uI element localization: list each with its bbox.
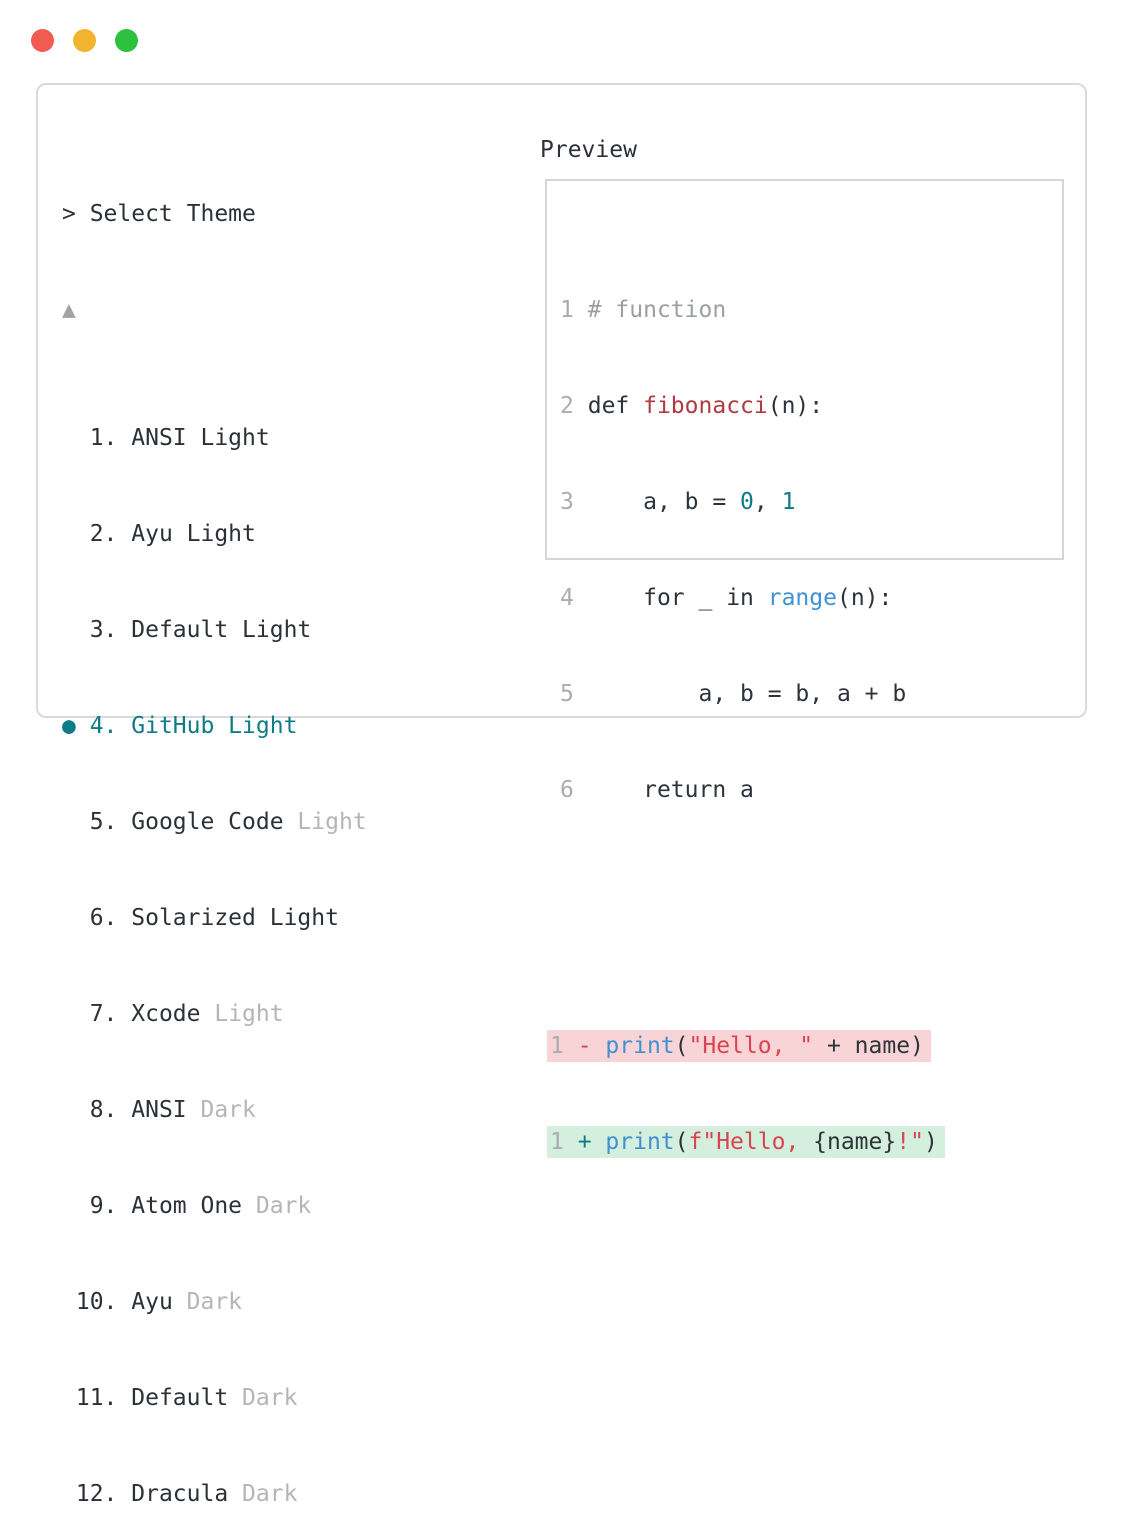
code-token-builtin: range xyxy=(767,585,837,611)
code-token: return a xyxy=(587,777,754,803)
code-token-string: "Hello, " xyxy=(688,1033,814,1059)
diff-removed-marker: - xyxy=(563,1033,606,1059)
code-token: a, b = b, a + b xyxy=(587,681,907,707)
token-spacer xyxy=(574,777,588,803)
token-spacer xyxy=(574,585,588,611)
code-token: ( xyxy=(674,1033,689,1059)
diff-removed-highlight: 1 - print("Hello, " + name) xyxy=(547,1030,931,1062)
item-name: Google Code xyxy=(131,809,284,835)
item-suffix: Dark xyxy=(228,1481,298,1507)
line-number: 1 xyxy=(550,1129,564,1155)
token-spacer xyxy=(574,489,588,515)
item-prefix: 5. xyxy=(62,809,132,835)
line-number: 5 xyxy=(560,681,574,707)
code-token: ) xyxy=(923,1129,938,1155)
item-name: Xcode xyxy=(131,1001,201,1027)
preview-title: Preview xyxy=(540,137,637,163)
item-name: Default Light xyxy=(131,617,312,643)
line-number: 1 xyxy=(560,297,574,323)
item-prefix: 8. xyxy=(62,1097,132,1123)
code-line: 6 return a xyxy=(560,774,1062,806)
code-token-comment: # function xyxy=(587,297,727,323)
item-prefix: 7. xyxy=(62,1001,132,1027)
app-window: > Select Theme ▲ 1. ANSI Light 2. Ayu Li… xyxy=(36,83,1087,1507)
item-name: Solarized Light xyxy=(131,905,339,931)
theme-item-ansi-light[interactable]: 1. ANSI Light xyxy=(62,422,879,454)
theme-item-ayu-dark[interactable]: 10. Ayu Dark xyxy=(62,1286,879,1318)
item-prefix: 12. xyxy=(62,1481,132,1507)
code-line-blank xyxy=(560,902,1062,934)
minimize-button-icon[interactable] xyxy=(73,29,96,52)
item-name: Ayu Light xyxy=(131,521,256,547)
diff-added-marker: + xyxy=(563,1129,606,1155)
theme-item-github-light-selected[interactable]: ● 4. GitHub Light xyxy=(62,710,879,742)
item-name: GitHub Light xyxy=(131,713,298,739)
code-token: + name) xyxy=(813,1033,924,1059)
theme-item-default-dark[interactable]: 11. Default Dark xyxy=(62,1382,879,1414)
code-token: , xyxy=(753,489,782,515)
line-number: 1 xyxy=(550,1033,564,1059)
theme-item-default-light[interactable]: 3. Default Light xyxy=(62,614,879,646)
code-line: 5 a, b = b, a + b xyxy=(560,678,1062,710)
item-prefix: 1. xyxy=(62,425,132,451)
item-name: ANSI Light xyxy=(131,425,270,451)
item-prefix: 11. xyxy=(62,1385,132,1411)
theme-item-dracula-dark[interactable]: 12. Dracula Dark xyxy=(62,1478,879,1510)
item-name: Default xyxy=(131,1385,229,1411)
code-token: ( xyxy=(674,1129,689,1155)
code-token-function: fibonacci xyxy=(643,393,768,419)
token-spacer xyxy=(574,393,588,419)
line-number: 3 xyxy=(560,489,574,515)
item-prefix: 10. xyxy=(62,1289,132,1315)
window-controls xyxy=(31,29,138,52)
code-token: def xyxy=(587,393,644,419)
code-token: for _ in xyxy=(587,585,768,611)
item-prefix: 2. xyxy=(62,521,132,547)
code-line: 1 # function xyxy=(560,294,1062,326)
code-token: (n): xyxy=(836,585,893,611)
code-token-builtin: print xyxy=(605,1033,675,1059)
item-name: ANSI xyxy=(131,1097,187,1123)
item-prefix: 9. xyxy=(62,1193,132,1219)
item-name: Atom One xyxy=(131,1193,243,1219)
code-line: 4 for _ in range(n): xyxy=(560,582,1062,614)
code-token: (n): xyxy=(767,393,824,419)
theme-item-ayu-light[interactable]: 2. Ayu Light xyxy=(62,518,879,550)
line-number: 2 xyxy=(560,393,574,419)
diff-added-highlight: 1 + print(f"Hello, {name}!") xyxy=(547,1126,945,1158)
token-spacer xyxy=(574,681,588,707)
code-token-string: f"Hello, xyxy=(688,1129,814,1155)
item-name: Ayu xyxy=(131,1289,173,1315)
item-suffix: Dark xyxy=(186,1097,256,1123)
line-number: 4 xyxy=(560,585,574,611)
item-prefix: 6. xyxy=(62,905,132,931)
line-number: 6 xyxy=(560,777,574,803)
code-line: 2 def fibonacci(n): xyxy=(560,390,1062,422)
code-token-builtin: print xyxy=(605,1129,675,1155)
token-spacer xyxy=(574,297,588,323)
scroll-up-icon[interactable]: ▲ xyxy=(62,297,76,323)
theme-picker-prompt: > Select Theme xyxy=(62,201,256,227)
diff-removed-line: 1 - print("Hello, " + name) xyxy=(547,1030,1062,1062)
item-suffix: Light xyxy=(283,809,367,835)
item-suffix: Dark xyxy=(228,1385,298,1411)
code-token-number: 0 xyxy=(740,489,754,515)
code-line: 3 a, b = 0, 1 xyxy=(560,486,1062,518)
code-token: a, b = xyxy=(587,489,741,515)
item-prefix: 3. xyxy=(62,617,132,643)
preview-panel: 1 # function 2 def fibonacci(n): 3 a, b … xyxy=(545,179,1064,1158)
code-token-number: 1 xyxy=(781,489,796,515)
diff-added-line: 1 + print(f"Hello, {name}!") xyxy=(547,1126,1062,1158)
item-name: Dracula xyxy=(131,1481,229,1507)
item-suffix: Light xyxy=(200,1001,284,1027)
code-token: {name} xyxy=(813,1129,897,1155)
item-suffix: Dark xyxy=(172,1289,243,1315)
item-suffix: Dark xyxy=(242,1193,312,1219)
close-button-icon[interactable] xyxy=(31,29,54,52)
code-token-string: !" xyxy=(896,1129,924,1155)
zoom-button-icon[interactable] xyxy=(115,29,138,52)
selected-item-bullet-prefix: ● 4. xyxy=(62,713,132,739)
code-block: 1 # function 2 def fibonacci(n): 3 a, b … xyxy=(547,181,1062,1222)
